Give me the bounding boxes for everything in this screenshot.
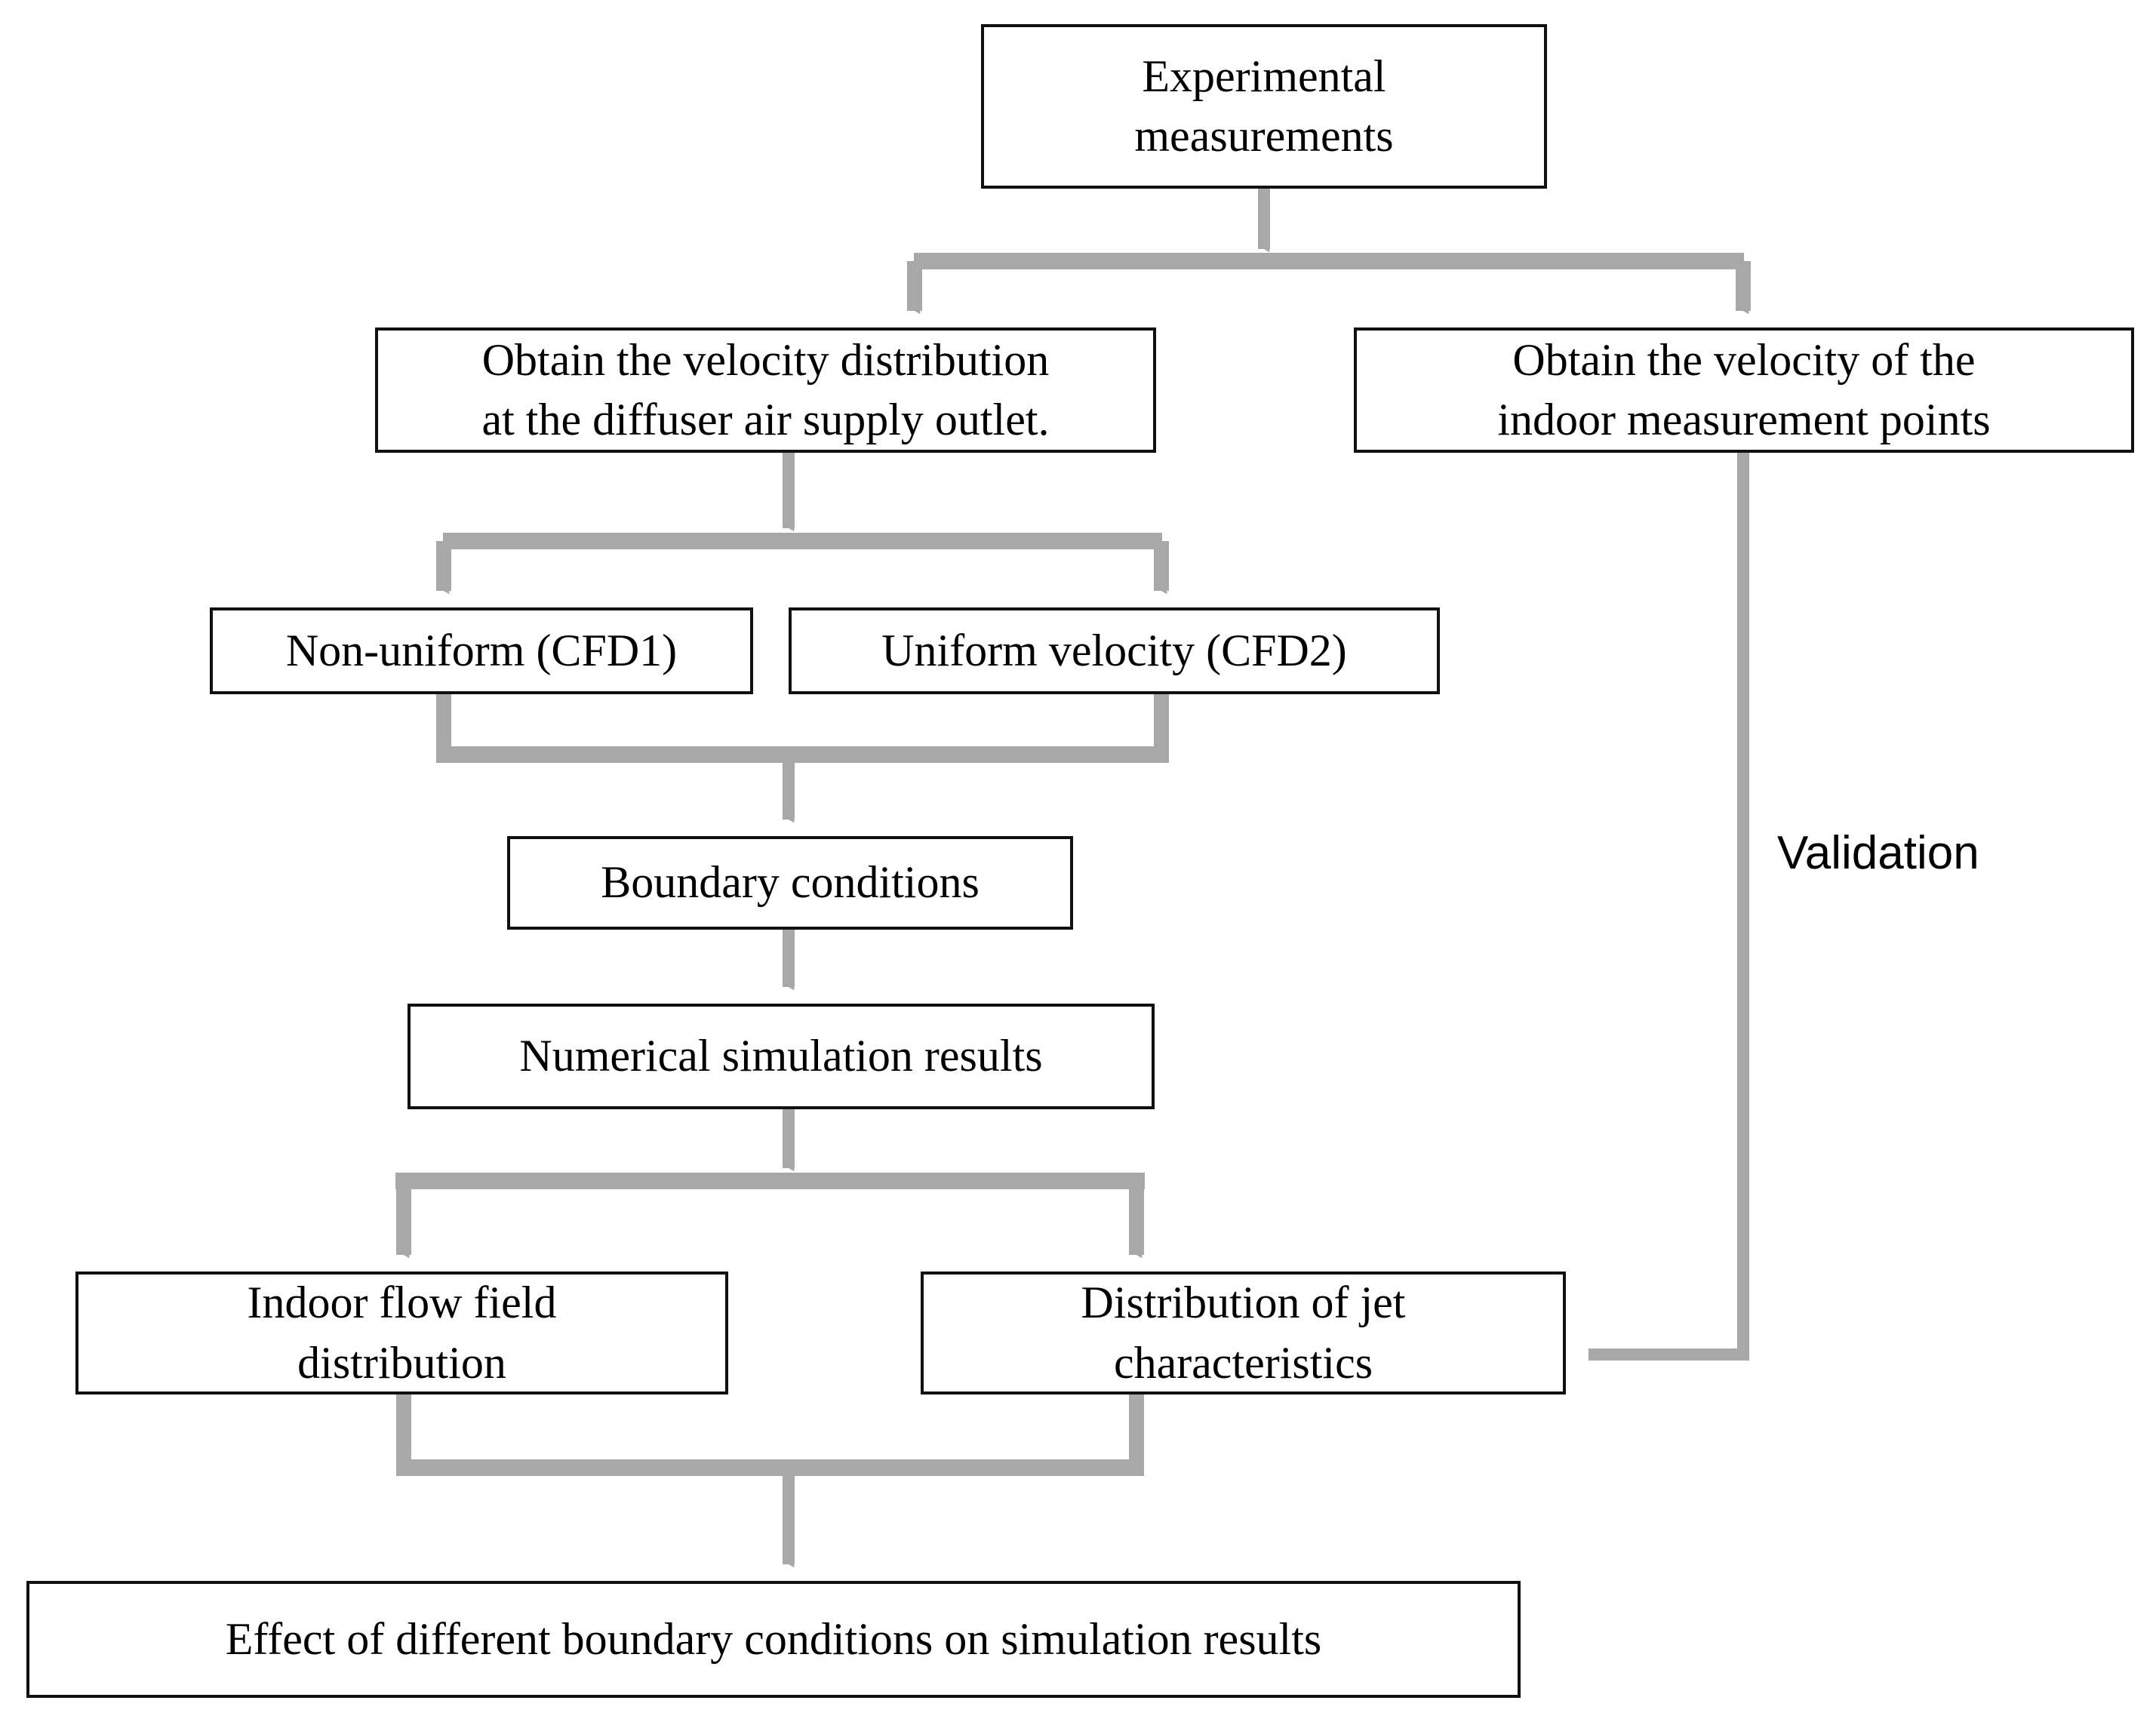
- node-distribution-of-jet-characteristics: Distribution of jet characteristics: [921, 1272, 1566, 1395]
- node-obtain-velocity-indoor-points: Obtain the velocity of the indoor measur…: [1354, 327, 2134, 453]
- edge-label-validation: Validation: [1777, 827, 1979, 879]
- node-obtain-velocity-distribution: Obtain the velocity distribution at the …: [375, 327, 1156, 453]
- node-experimental-measurements: Experimental measurements: [981, 24, 1547, 189]
- node-non-uniform-cfd1: Non-uniform (CFD1): [210, 607, 753, 694]
- node-numerical-simulation-results: Numerical simulation results: [408, 1004, 1155, 1109]
- node-uniform-velocity-cfd2: Uniform velocity (CFD2): [789, 607, 1440, 694]
- edge-validation-elbow: [1588, 453, 1749, 1361]
- node-effect-of-boundary-conditions: Effect of different boundary conditions …: [26, 1581, 1521, 1698]
- node-boundary-conditions: Boundary conditions: [507, 836, 1073, 930]
- node-indoor-flow-field-distribution: Indoor flow field distribution: [75, 1272, 728, 1395]
